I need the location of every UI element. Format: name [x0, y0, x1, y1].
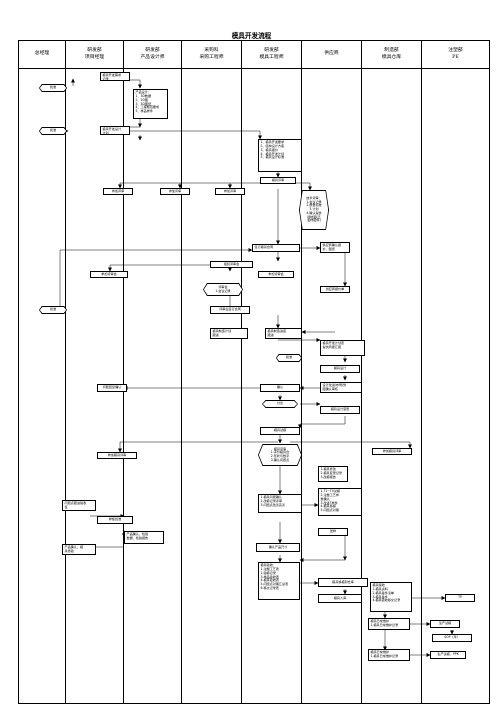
rework-box: 1.模具问题确认 2.改模记录评审 3.问题点改善完善 — [258, 494, 302, 513]
lane-header-pm: 研发部 项目经理 — [66, 41, 124, 68]
header-divider — [19, 68, 489, 69]
mold-modify-box: 1.模具修改 2.模具变更记录 3.改模报告 — [318, 466, 348, 482]
ceo-approve-label-3: 批准 — [39, 306, 67, 314]
confirm-dimension-box: 确认产品尺寸 — [256, 543, 300, 552]
pm-reply-box: 问题回复确认 — [97, 384, 127, 392]
lane-divider — [241, 68, 242, 703]
production-trial-box: 生产试模 — [430, 620, 460, 628]
tp-box: TP — [445, 594, 475, 602]
pm-join-review: 参加评审 — [103, 188, 133, 195]
lane-header-mold-engineer: 研发部 模具工程师 — [242, 41, 302, 68]
mold-analysis-box: 1、模具开发要求 2、结构设计方案 3、模具报价 4、模具开发计划 5、模具设计… — [258, 139, 302, 172]
lane-header-molding-pe: 注塑部 PE — [448, 48, 463, 60]
lane-header-ceo: 总经理 — [19, 41, 66, 68]
confirm-box: 确认 — [260, 384, 300, 392]
sample-approval-box: 样板批准 — [97, 516, 133, 524]
send-sample-box: 送样 — [318, 528, 348, 536]
ceo-approve-label-2: 批准 — [39, 127, 67, 135]
mold-storage-in-box: 模具入库 — [318, 594, 362, 603]
product-check-box: 产品确认、检验 数据、检验报告 — [124, 531, 164, 544]
supplier-quote-box: 供应商确认报 价、图纸 — [320, 242, 350, 253]
supplier-report-box: 模具开发计划表 提供周报汇报 — [320, 340, 365, 356]
mold-receipt-box: 模具接收 1.模具资料 2.模具备件清单 3.模具备件 4.模具验收移交记录 — [370, 582, 412, 612]
mold-design-box: 模具设计 — [320, 365, 360, 373]
mold-review-hex-label: 模具评审 1.评价模具合 2.形状与数字 3.确认问题点 — [258, 444, 302, 466]
design-change-box: 模具设计变更 — [320, 406, 360, 414]
mold-request-box: 模具开发需求 记录 — [100, 72, 130, 81]
pm-final-check-box: 产品确认、模 具终验 — [62, 544, 96, 555]
designer-join-review: 参加评审 — [160, 188, 190, 195]
supplier-trial-list: 1.T1~T4试模 2.注塑工艺参 数确认 3.改进T样件 4.模具移模 5.问… — [318, 488, 362, 516]
supplier-plan-followup-box: 模具制造进度 跟进 — [265, 328, 302, 339]
evaluation-meeting-hex: 评审会 1.会议记录 — [203, 283, 243, 296]
warehouse-attend-review: 参加模具评审 — [372, 448, 412, 455]
mold-acceptance-box: 模具验收： 1.注塑工艺表 2.验模记录 3.样品验收表 4.模具验收表 5.问… — [258, 562, 300, 600]
approve-label-4: 批准 — [276, 354, 302, 362]
page-title: 模具开发流程 — [231, 32, 272, 40]
tech-review-hex: 技术评审： 1.会议记录 2.质量标准 3.计划 4.确认提供 场地图(五 套样… — [299, 190, 329, 230]
mold-review-hex: 模具评审 1.评价模具合 2.形状与数字 3.确认问题点 — [258, 444, 302, 466]
mold-review-box: 模具评审 — [260, 177, 296, 184]
discussion-label: 讨论 — [262, 400, 298, 408]
lane-header-purchasing: 采购科 采购工程师 — [182, 41, 242, 68]
product-design-box: 产品设计： 1、3D数据 2、2D图 3、3D图纸 4、工程规范要求 5、样品样… — [133, 89, 168, 119]
ceo-approve-hex-2: 批准 — [39, 127, 67, 135]
mold-transfer-box: 模具移模到仓库 — [318, 578, 368, 587]
purchasing-evaluation-box: 参加评审会 — [258, 271, 294, 278]
lane-header-designer: 研发部 产品设计师 — [124, 41, 182, 68]
ceo-approve-hex-3: 批准 — [39, 306, 67, 314]
lane-divider — [181, 68, 182, 703]
supplier-order-box: 供应商报价单 — [320, 286, 350, 293]
lane-header-supplier: 供应商 — [302, 41, 362, 68]
lane-divider — [301, 68, 302, 703]
organize-evaluation-box: 组织评审会 — [210, 261, 253, 268]
form-contract-box: 评审后签订合同 — [210, 306, 250, 314]
sop-box: SOP（年） — [432, 634, 472, 642]
pm-evaluation-box: 参加评审会 — [90, 271, 128, 278]
production-ppk-box: 生产试模、PPK — [430, 651, 466, 659]
ceo-approve-label-1: 批准 — [39, 84, 67, 92]
design-plan-box: 模具开发设计 计划 — [100, 126, 130, 135]
evaluation-meeting-label: 评审会 1.会议记录 — [203, 283, 243, 296]
lane-header-warehouse: 制造部 模具仓库 — [362, 41, 422, 68]
lane-divider — [421, 68, 422, 703]
mold-trial-box: 模具试模 — [260, 427, 300, 435]
design-modify-box: 设计改进/布局/修 图确认审核 — [320, 382, 362, 393]
sign-contract-box: 签订模具合同 — [252, 244, 300, 252]
approve-hex-4: 批准 — [276, 354, 302, 362]
discussion-hex: 讨论 — [262, 400, 298, 408]
lane-divider — [65, 68, 66, 703]
ceo-approve-hex-1: 批准 — [39, 84, 67, 92]
pm-issue-followup-box: 问题点跟进验收 签 — [62, 500, 96, 511]
daily-maintenance-box-2: 模具日常维护 1.模具日常维护记录 — [368, 649, 410, 661]
daily-maintenance-box-1: 模具日常维护 1.模具日常维护记录 — [368, 618, 410, 630]
purchasing-join-review: 参加评审 — [215, 188, 245, 195]
pm-attend-review: 参加模具评审 — [97, 452, 137, 459]
mold-plan-followup-box: 模具制造计划 跟进 — [210, 328, 248, 339]
tech-review-label: 技术评审： 1.会议记录 2.质量标准 3.计划 4.确认提供 场地图(五 套样… — [299, 190, 329, 230]
